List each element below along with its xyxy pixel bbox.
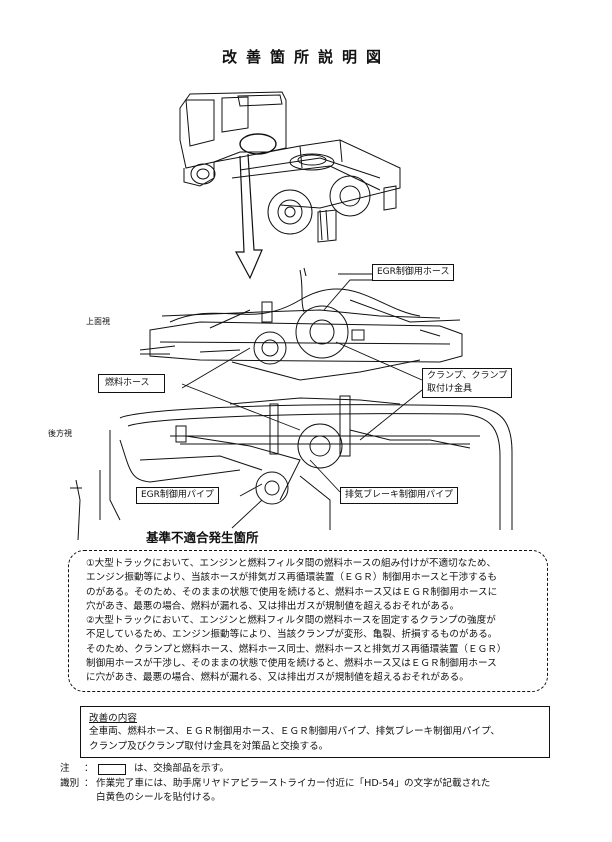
text-line: そのため、クランプと燃料ホース、燃料ホース同士、燃料ホースと排気ガス再循環装置（… bbox=[86, 643, 507, 655]
text-line: ②大型トラックにおいて、エンジンと燃料フィルタ間の燃料ホースを固定するクランプの… bbox=[86, 615, 496, 626]
clamp-callout: クランプ、クランプ 取付け金具 bbox=[422, 368, 513, 398]
identification-text-line-2: 白黄色のシールを貼付ける。 bbox=[96, 792, 221, 803]
improvement-title: 改善の内容 bbox=[89, 713, 137, 724]
note-key: 注 bbox=[60, 763, 70, 774]
text-line: エンジン振動等により、当該ホースが排気ガス再循環装置（ＥＧＲ）制御用ホースと干渉… bbox=[86, 572, 497, 584]
rear-view-drawing bbox=[70, 395, 513, 541]
clamp-callout-line-1: クランプ、クランプ bbox=[427, 371, 508, 381]
rear-view-label: 後方視 bbox=[48, 429, 72, 438]
replacement-part-swatch bbox=[98, 764, 126, 775]
text-line: クランプ及びクランプ取付け金具を対策品と交換する。 bbox=[89, 740, 329, 752]
note-text: は、交換部品を示す。 bbox=[134, 763, 229, 774]
truck-illustration bbox=[179, 91, 401, 243]
identification-key: 識別 bbox=[60, 777, 80, 789]
truck-diagram bbox=[70, 91, 513, 541]
improvement-text: 全車両、燃料ホース、ＥＧＲ制御用ホース、ＥＧＲ制御用パイプ、排気ブレーキ制御用パ… bbox=[89, 725, 500, 754]
egr-hose-callout: EGR制御用ホース bbox=[372, 264, 455, 281]
page-title: 改善箇所説明図 bbox=[221, 48, 390, 66]
leader-lines bbox=[181, 273, 423, 529]
description-paragraph-2: ②大型トラックにおいて、エンジンと燃料フィルタ間の燃料ホースを固定するクランプの… bbox=[86, 614, 538, 685]
exhaust-brake-pipe-callout: 排気ブレーキ制御用パイプ bbox=[340, 487, 459, 504]
improvement-box: 改善の内容 全車両、燃料ホース、ＥＧＲ制御用ホース、ＥＧＲ制御用パイプ、排気ブレ… bbox=[80, 706, 550, 758]
text-line: に穴があき、最悪の場合、燃料が漏れる、又は排出ガスが規制値を超えるおそれがある。 bbox=[86, 672, 469, 684]
identification-colon: ： bbox=[84, 777, 94, 789]
top-view-drawing bbox=[139, 267, 463, 381]
description-paragraph-1: ①大型トラックにおいて、エンジンと燃料フィルタ間の燃料ホースの組み付けが不適切な… bbox=[86, 557, 538, 614]
zoom-arrow bbox=[234, 153, 263, 280]
text-line: ①大型トラックにおいて、エンジンと燃料フィルタ間の燃料ホースの組み付けが不適切な… bbox=[86, 558, 497, 569]
note-colon: ： bbox=[84, 763, 94, 774]
identification-text-line-1: 作業完了車には、助手席リヤドアピラーストライカー付近に「HD-54」の文字が記載… bbox=[96, 777, 491, 789]
egr-pipe-callout: EGR制御用パイプ bbox=[136, 487, 219, 504]
text-line: のがある。そのため、そのままの状態で使用を続けると、燃料ホース又はＥＧＲ制御用ホ… bbox=[86, 586, 498, 598]
description-box bbox=[68, 550, 548, 692]
clamp-callout-line-2: 取付け金具 bbox=[427, 384, 473, 394]
text-line: 制御用ホースが干渉し、そのままの状態で使用を続けると、燃料ホース又はＥＧＲ制御用… bbox=[86, 657, 497, 669]
top-view-label: 上面視 bbox=[86, 317, 110, 326]
text-line: 全車両、燃料ホース、ＥＧＲ制御用ホース、ＥＧＲ制御用パイプ、排気ブレーキ制御用パ… bbox=[89, 726, 500, 737]
defect-location-label: 基準不適合発生箇所 bbox=[146, 530, 259, 545]
text-line: 穴があき、最悪の場合、燃料が漏れる、又は排出ガスが規制値を超えるおそれがある。 bbox=[86, 600, 460, 612]
fuel-hose-callout: 燃料ホース bbox=[98, 374, 165, 393]
text-line: 不足しているため、エンジン振動等により、当該クランプが変形、亀裂、折損するものが… bbox=[86, 629, 498, 641]
